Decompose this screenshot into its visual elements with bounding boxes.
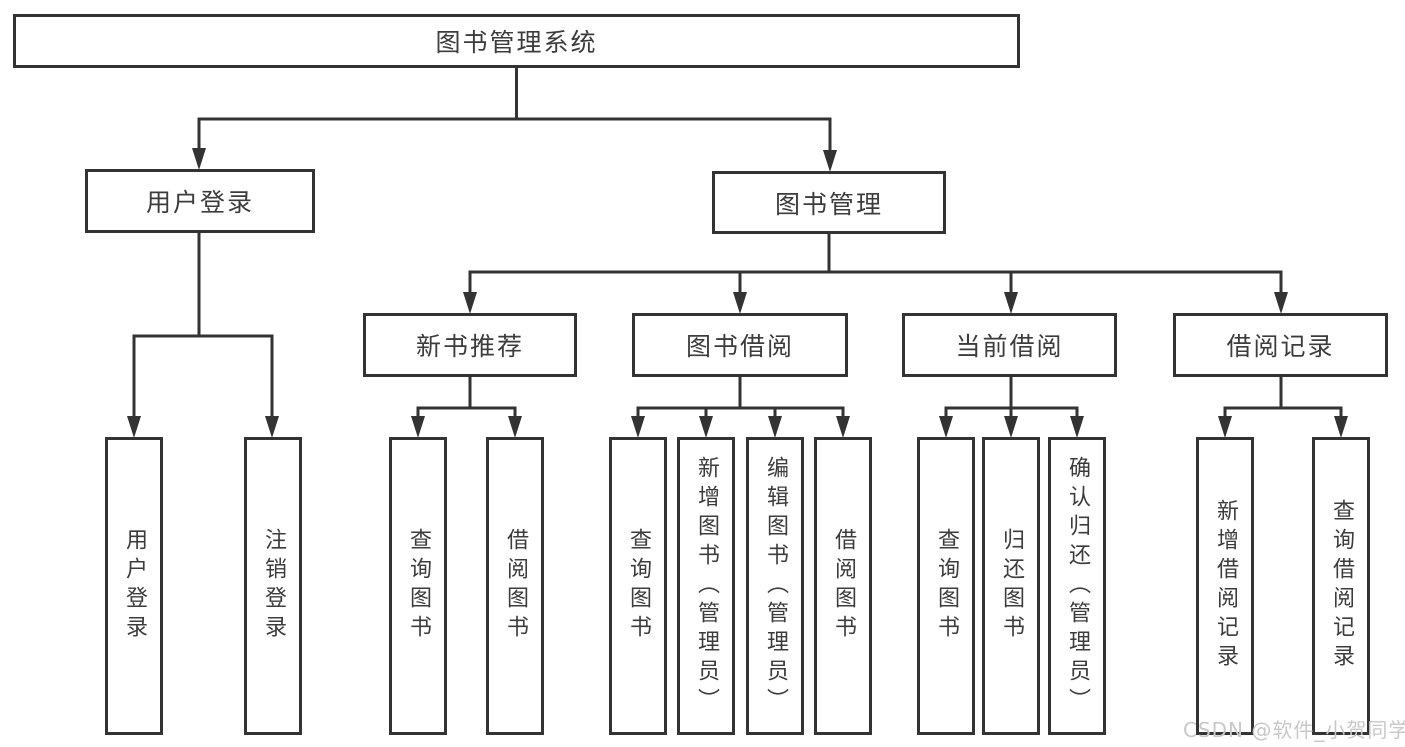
- leaf-borrow-book: 借阅图书: [814, 437, 872, 735]
- leaf-query-borrow-record: 查询借阅记录: [1312, 437, 1370, 735]
- connector-path: [132, 68, 1343, 416]
- leaf-confirm-return-admin: 确认归还（管理员）: [1048, 437, 1106, 735]
- leaf-label: 新增图书（管理员）: [694, 455, 719, 717]
- leaf-label: 借阅图书: [831, 528, 856, 644]
- node-label: 用户登录: [145, 188, 254, 217]
- leaf-label: 新增借阅记录: [1213, 499, 1238, 673]
- node-label: 图书管理系统: [435, 28, 598, 57]
- arrowhead-down-icon: [1070, 416, 1084, 438]
- arrowhead-down-icon: [631, 416, 645, 438]
- arrowhead-down-icon: [1218, 416, 1232, 438]
- leaf-return-book: 归还图书: [982, 437, 1040, 735]
- leaf-add-book-admin: 新增图书（管理员）: [677, 437, 735, 735]
- leaf-label: 编辑图书（管理员）: [763, 455, 788, 717]
- leaf-label: 查询图书: [626, 528, 651, 644]
- node-label: 新书推荐: [415, 332, 524, 361]
- leaf-label: 用户登录: [122, 528, 147, 644]
- leaf-query-book-current: 查询图书: [917, 437, 975, 735]
- leaf-label: 查询借阅记录: [1329, 499, 1354, 673]
- node-new-book-recommend: 新书推荐: [363, 313, 577, 377]
- leaf-label: 查询图书: [406, 528, 431, 644]
- arrowhead-down-icon: [508, 416, 522, 438]
- leaf-query-book-recommend: 查询图书: [389, 437, 447, 735]
- arrowhead-down-icon: [192, 148, 206, 170]
- arrowhead-down-icon: [836, 416, 850, 438]
- node-book-management-branch: 图书管理: [712, 171, 946, 234]
- node-book-borrowing: 图书借阅: [632, 313, 848, 377]
- leaf-label: 归还图书: [999, 528, 1024, 644]
- leaf-borrow-book-recommend: 借阅图书: [486, 437, 544, 735]
- leaf-label: 借阅图书: [503, 528, 528, 644]
- node-current-borrowing: 当前借阅: [902, 313, 1117, 377]
- leaf-edit-book-admin: 编辑图书（管理员）: [746, 437, 804, 735]
- arrowhead-down-icon: [411, 416, 425, 438]
- leaf-label: 确认归还（管理员）: [1065, 455, 1090, 717]
- arrowhead-down-icon: [733, 292, 747, 314]
- node-label: 图书管理: [774, 189, 883, 219]
- node-label: 当前借阅: [955, 332, 1064, 361]
- node-user-login-branch: 用户登录: [85, 169, 315, 233]
- arrowhead-down-icon: [939, 416, 953, 438]
- connector-tree: [132, 68, 1343, 416]
- arrowheads-group: [127, 148, 1348, 438]
- arrowhead-down-icon: [1334, 416, 1348, 438]
- arrowhead-down-icon: [1004, 292, 1018, 314]
- arrowhead-down-icon: [463, 292, 477, 314]
- node-label: 借阅记录: [1226, 332, 1335, 361]
- node-borrowing-records: 借阅记录: [1173, 313, 1388, 377]
- arrowhead-down-icon: [823, 150, 837, 172]
- arrowhead-down-icon: [1274, 292, 1288, 314]
- leaf-query-book-borrowing: 查询图书: [609, 437, 667, 735]
- node-root-library-system: 图书管理系统: [13, 14, 1020, 68]
- csdn-watermark: CSDN @软件_小贺同学: [1183, 718, 1405, 742]
- leaf-label: 查询图书: [934, 528, 959, 644]
- leaf-add-borrow-record: 新增借阅记录: [1196, 437, 1254, 735]
- leaf-label: 注销登录: [261, 528, 286, 644]
- node-label: 图书借阅: [685, 332, 794, 361]
- leaf-logout: 注销登录: [244, 437, 302, 735]
- arrowhead-down-icon: [265, 416, 279, 438]
- arrowhead-down-icon: [768, 416, 782, 438]
- leaf-user-login: 用户登录: [105, 437, 163, 735]
- arrowhead-down-icon: [127, 416, 141, 438]
- arrowhead-down-icon: [699, 416, 713, 438]
- arrowhead-down-icon: [1004, 416, 1018, 438]
